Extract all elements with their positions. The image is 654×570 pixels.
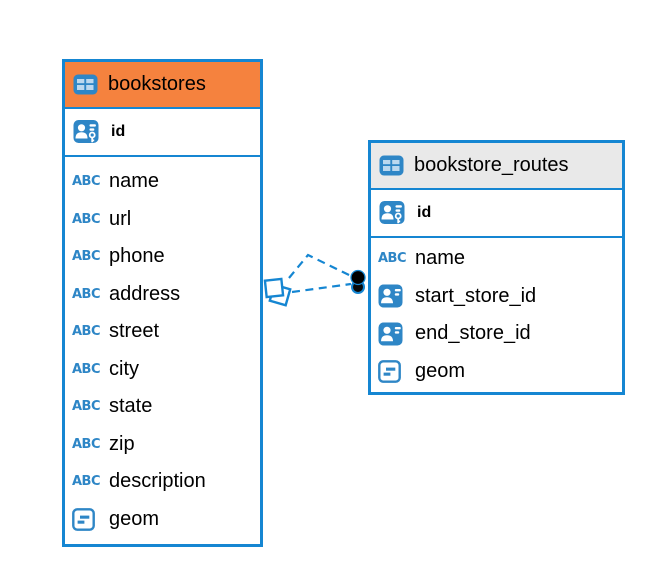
foreign-key-icon xyxy=(378,284,408,308)
text-icon: ABC xyxy=(72,286,101,302)
field-row-description[interactable]: ABC description xyxy=(65,463,260,501)
field-label: description xyxy=(109,470,206,493)
geometry-icon xyxy=(72,507,102,531)
field-label: street xyxy=(109,320,160,343)
field-row-state[interactable]: ABC state xyxy=(65,388,260,426)
field-label: geom xyxy=(415,359,466,382)
table-fields: ABC name start_store_id end_store_id geom xyxy=(371,238,622,392)
target-dot-back[interactable] xyxy=(351,280,365,294)
primary-key-icon xyxy=(73,119,103,145)
table-icon xyxy=(379,155,406,176)
field-label: state xyxy=(109,395,153,418)
field-row-name[interactable]: ABC name xyxy=(65,163,260,201)
relationship-line-end-store[interactable] xyxy=(291,282,352,294)
field-label: address xyxy=(109,282,181,305)
field-row-geom[interactable]: geom xyxy=(65,501,260,539)
field-label: id xyxy=(111,123,126,140)
field-label: zip xyxy=(109,432,135,455)
field-label: start_store_id xyxy=(415,284,537,307)
field-row-phone[interactable]: ABC phone xyxy=(65,238,260,276)
field-row-id[interactable]: id xyxy=(65,109,260,157)
field-row-start_store_id[interactable]: start_store_id xyxy=(371,278,622,316)
field-label: name xyxy=(415,247,466,270)
text-icon: ABC xyxy=(72,324,101,340)
relationship-target-endpoint[interactable] xyxy=(350,269,366,294)
text-icon: ABC xyxy=(72,211,101,227)
table-header[interactable]: bookstore_routes xyxy=(371,143,622,190)
field-row-name[interactable]: ABC name xyxy=(371,240,622,278)
field-label: city xyxy=(109,357,139,380)
table-icon xyxy=(73,74,100,95)
field-label: name xyxy=(109,170,160,193)
text-icon: ABC xyxy=(72,474,101,490)
field-label: end_store_id xyxy=(415,322,531,345)
foreign-key-icon xyxy=(378,322,408,346)
table-header[interactable]: bookstores xyxy=(65,62,260,109)
table-bookstore-routes[interactable]: bookstore_routes id ABC name start_store_… xyxy=(368,140,625,395)
field-row-geom[interactable]: geom xyxy=(371,353,622,391)
geometry-icon xyxy=(378,359,408,383)
field-label: phone xyxy=(109,245,165,268)
source-square-back[interactable] xyxy=(268,283,292,307)
field-row-end_store_id[interactable]: end_store_id xyxy=(371,315,622,353)
field-row-id[interactable]: id xyxy=(371,190,622,238)
text-icon: ABC xyxy=(378,251,407,267)
field-row-city[interactable]: ABC city xyxy=(65,351,260,389)
text-icon: ABC xyxy=(72,399,101,415)
text-icon: ABC xyxy=(72,361,101,377)
field-row-zip[interactable]: ABC zip xyxy=(65,426,260,464)
primary-key-icon xyxy=(379,200,409,226)
field-label: id xyxy=(417,204,432,221)
field-row-street[interactable]: ABC street xyxy=(65,313,260,351)
relationship-line-start-store[interactable] xyxy=(288,253,352,279)
field-label: geom xyxy=(109,507,160,530)
text-icon: ABC xyxy=(72,249,101,265)
text-icon: ABC xyxy=(72,436,101,452)
table-title: bookstores xyxy=(108,73,206,95)
field-row-url[interactable]: ABC url xyxy=(65,201,260,239)
relationship-source-endpoint[interactable] xyxy=(263,277,292,307)
target-dot-front[interactable] xyxy=(350,269,366,286)
field-label: url xyxy=(109,207,132,230)
table-title: bookstore_routes xyxy=(414,154,569,176)
source-square-front[interactable] xyxy=(263,277,285,299)
text-icon: ABC xyxy=(72,174,101,190)
field-row-address[interactable]: ABC address xyxy=(65,276,260,314)
